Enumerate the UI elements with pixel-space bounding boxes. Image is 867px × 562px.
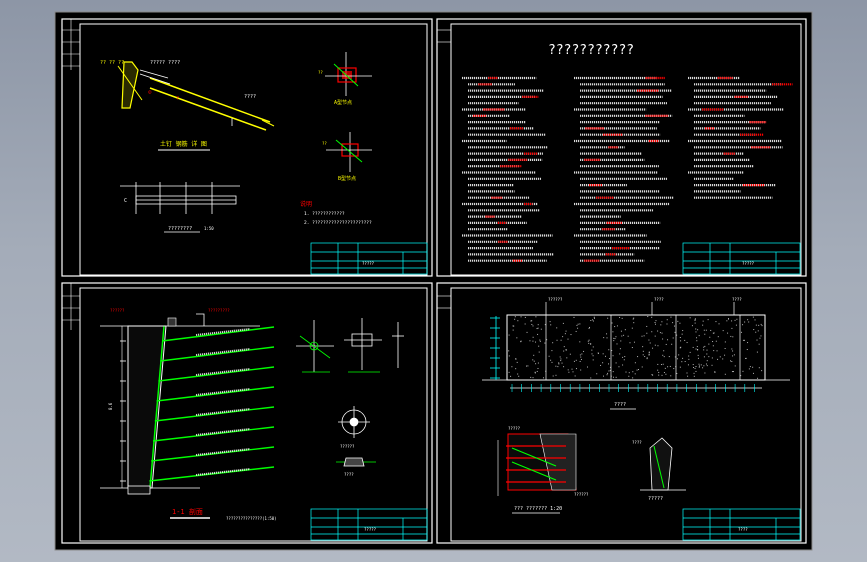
detail-b: ?? (322, 132, 372, 172)
rebar-caption: ??? ??????? 1:20 (514, 506, 562, 512)
elevation-ruler (490, 316, 755, 392)
height-label: 8.6 (108, 402, 113, 410)
sheet-top-left[interactable]: ?? ?? ?? ????? ???? ⊙ ? ???? 土钉 钢筋 详 图 ?… (61, 18, 433, 277)
title-block-name: ???? (738, 527, 748, 532)
slope-section: ???? (632, 437, 686, 491)
title-block-name: ????? (362, 261, 375, 266)
title-block-name: ????? (742, 261, 755, 266)
connection-details (296, 318, 404, 467)
section-mark: 1-1 剖面 (172, 507, 203, 516)
elevation-dividers (482, 302, 790, 389)
slope-caption: ????? (648, 496, 663, 502)
svg-text:??: ?? (318, 70, 323, 75)
section-caption: ???????????????(1:50) (226, 516, 277, 521)
svg-text:?????????: ????????? (208, 308, 230, 313)
notes-heading: ??????????? (548, 43, 634, 58)
elevation-caption: ???? (614, 402, 626, 408)
svg-text:????: ???? (732, 297, 742, 302)
soil-nail-detail: ?? ?? ?? ????? ???? ⊙ ? ???? (100, 60, 275, 131)
svg-text:??: ?? (322, 141, 327, 146)
svg-text:??????: ?????? (548, 297, 563, 302)
plan-caption: ???????? (168, 226, 192, 232)
wall-plan: C (120, 182, 240, 214)
svg-text:⊙: ⊙ (148, 89, 152, 96)
detail-plate-label: ?????? (340, 444, 355, 449)
detail-nut-label: ???? (344, 472, 354, 477)
general-notes-column-3 (688, 76, 793, 199)
svg-text:????: ???? (654, 297, 664, 302)
detail-b-label: B型节点 (338, 175, 356, 182)
section-label: 土钉 钢筋 详 图 (160, 140, 207, 148)
sheet-bottom-left[interactable]: ?????? ????????? 8.6 1-1 剖面 ????????????… (61, 282, 433, 544)
wall-section: ?????? ????????? 8.6 (100, 308, 260, 495)
detail-a: ?? (318, 52, 372, 96)
svg-text:????? ????: ????? ???? (150, 60, 180, 66)
sheet-top-right[interactable]: ??????????? ????? (436, 18, 807, 277)
svg-text:????: ???? (632, 440, 642, 445)
general-notes-column-1 (462, 76, 554, 262)
title-block (682, 242, 801, 275)
note-2: 2. ?????????????????????? (304, 220, 372, 226)
wall-elevation (506, 314, 766, 381)
binding-strip (62, 19, 80, 70)
svg-text:?: ? (176, 96, 179, 102)
detail-a-label: A型节点 (334, 99, 352, 106)
title-block-name: ????? (364, 527, 377, 532)
general-notes-column-2 (574, 76, 674, 262)
svg-text:????: ???? (244, 94, 256, 100)
svg-text:?????: ????? (508, 426, 521, 431)
title-block (310, 508, 428, 541)
svg-text:??????: ?????? (574, 492, 589, 497)
title-block (682, 508, 801, 541)
notes-title: 说明 (300, 200, 312, 208)
soil-nail-rows (120, 326, 275, 482)
sheet-bottom-right[interactable]: ?????? ???? ???? ???? ????? ?????? ??? ?… (436, 282, 807, 544)
svg-text:C: C (124, 198, 127, 204)
title-block (310, 242, 428, 275)
svg-text:?? ?? ??: ?? ?? ?? (100, 60, 124, 66)
note-1: 1. ???????????? (304, 211, 345, 217)
rebar-detail: ????? ?????? (497, 426, 589, 497)
elevation-hatch (508, 316, 763, 379)
plan-scale: 1:50 (204, 226, 214, 231)
svg-text:??????: ?????? (110, 308, 125, 313)
